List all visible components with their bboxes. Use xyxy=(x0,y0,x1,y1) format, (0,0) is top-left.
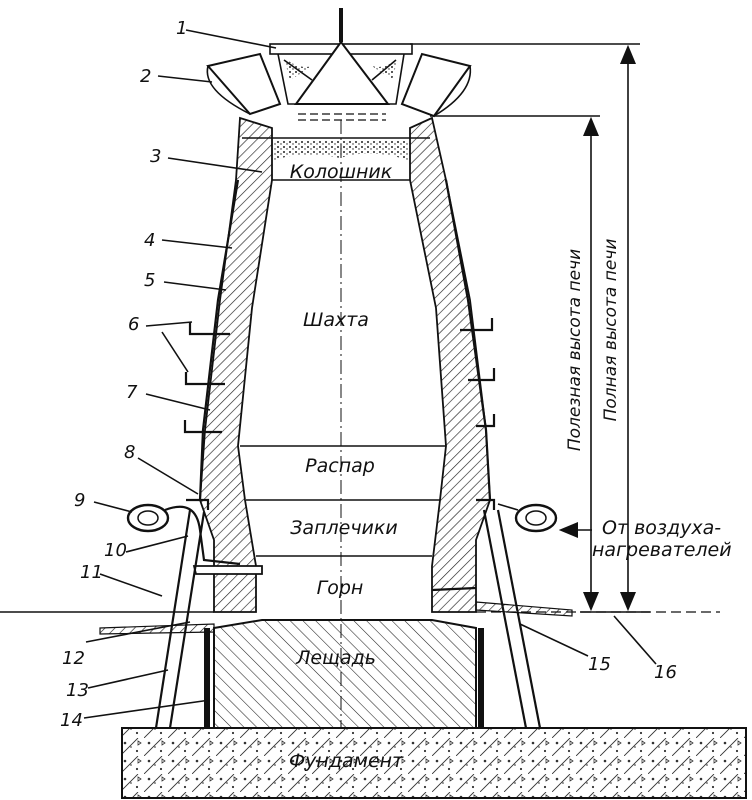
cooling-boxes xyxy=(183,318,496,434)
callout-4: 4 xyxy=(144,230,155,251)
zone-raspar: Распар xyxy=(305,455,375,477)
callout-14: 14 xyxy=(60,710,83,731)
zone-leshchad: Лещадь xyxy=(295,647,376,669)
callout-10: 10 xyxy=(104,540,127,561)
air-inlet-line1: От воздуха- xyxy=(602,517,721,539)
callout-2: 2 xyxy=(140,66,151,87)
charging-apparatus xyxy=(206,8,472,121)
dimension-lines xyxy=(410,43,650,613)
callout-11: 11 xyxy=(80,562,103,583)
right-wall-lining xyxy=(409,116,492,613)
zone-zaplechiki: Заплечики xyxy=(290,517,397,539)
callout-9: 9 xyxy=(74,490,85,511)
inner-profile xyxy=(240,137,446,557)
zone-shakhta: Шахта xyxy=(303,309,369,331)
zone-fundament: Фундамент xyxy=(289,750,404,772)
useful-height-label: Полезная высота печи xyxy=(565,249,585,451)
left-wall-lining xyxy=(198,116,273,613)
callout-5: 5 xyxy=(144,270,155,291)
callout-1: 1 xyxy=(176,18,187,39)
bustle-pipe-and-tuyeres xyxy=(126,498,558,575)
zone-gorn: Горн xyxy=(317,577,364,599)
full-height-label: Полная высота печи xyxy=(601,239,621,422)
callout-15: 15 xyxy=(588,654,611,675)
callout-16: 16 xyxy=(654,662,677,683)
zone-labels: Колошник Шахта Распар Заплечики Горн Лещ… xyxy=(289,161,404,772)
callout-7: 7 xyxy=(126,382,138,403)
air-inlet-line2: нагревателей xyxy=(592,539,732,561)
callout-13: 13 xyxy=(66,680,89,701)
columns xyxy=(154,509,542,729)
zone-koloshnik: Колошник xyxy=(290,161,393,183)
callout-6: 6 xyxy=(128,314,139,335)
hearth-bottom-block xyxy=(204,619,484,729)
callout-leaders xyxy=(83,29,657,719)
callout-8: 8 xyxy=(124,442,135,463)
callout-12: 12 xyxy=(62,648,85,669)
foundation xyxy=(121,727,747,799)
air-inlet: От воздуха- нагревателей xyxy=(558,517,732,561)
callout-3: 3 xyxy=(150,146,161,167)
callout-numbers: 1 2 3 4 5 6 7 8 9 10 11 12 13 14 15 16 xyxy=(60,18,677,731)
